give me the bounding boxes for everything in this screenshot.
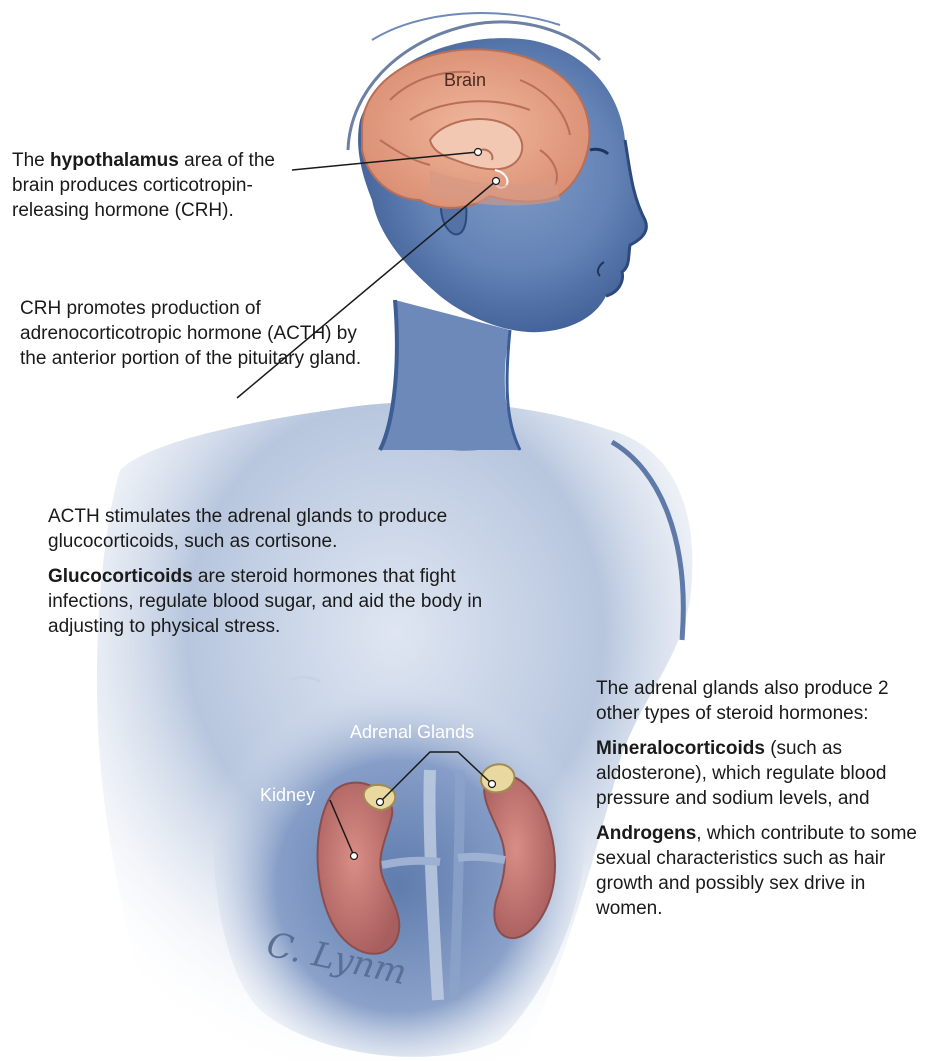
annotation-pituitary: CRH promotes production of adrenocortico… xyxy=(20,296,380,371)
annotation-other-hormones: The adrenal glands also produce 2 other … xyxy=(596,676,936,921)
label-brain: Brain xyxy=(444,70,486,91)
label-adrenal-glands: Adrenal Glands xyxy=(350,722,474,743)
annotation-hypothalamus: The hypothalamus area of the brain produ… xyxy=(12,148,294,223)
label-kidney: Kidney xyxy=(260,785,315,806)
annotation-acth: ACTH stimulates the adrenal glands to pr… xyxy=(48,504,546,639)
